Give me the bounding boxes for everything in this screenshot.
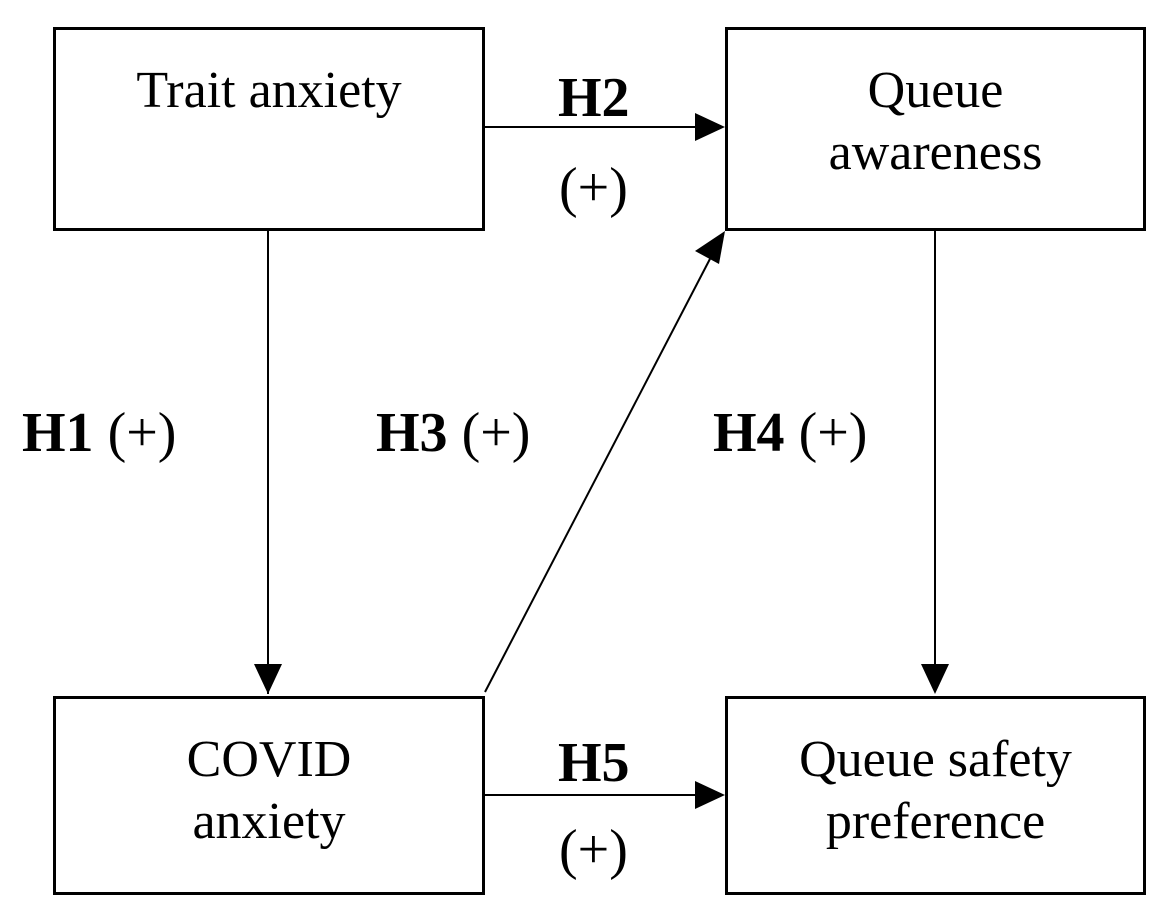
- hypothesis-h1-label: H1 (+): [22, 405, 176, 461]
- hypothesis-h3-sign: (+): [461, 402, 531, 464]
- hypothesis-h5-sign: (+): [559, 819, 628, 881]
- hypothesis-h4-name: H4: [713, 402, 785, 464]
- arrowhead-h5: [695, 781, 725, 809]
- arrowhead-h2: [695, 113, 725, 141]
- hypothesis-h5-name: H5: [558, 732, 630, 794]
- arrowhead-h4: [921, 664, 949, 694]
- hypothesis-h1-sign: (+): [107, 402, 177, 464]
- node-queue-safety-preference-line-1: Queue safety: [799, 731, 1072, 788]
- hypothesis-h4-sign: (+): [798, 402, 868, 464]
- arrowhead-h1: [254, 664, 282, 694]
- hypothesis-h4-label: H4 (+): [713, 405, 867, 461]
- node-queue-safety-preference: Queue safety preference: [725, 696, 1146, 895]
- node-trait-anxiety-line-1: Trait anxiety: [136, 62, 402, 119]
- node-queue-awareness-line-1: Queue: [867, 62, 1004, 119]
- node-covid-anxiety: COVID anxiety: [53, 696, 485, 895]
- node-queue-safety-preference-line-2: preference: [825, 793, 1046, 851]
- node-trait-anxiety: Trait anxiety: [53, 27, 485, 231]
- node-queue-awareness: Queue awareness: [725, 27, 1146, 231]
- hypothesis-h3-label: H3 (+): [376, 405, 530, 461]
- arrow-h3-covid-to-awareness: [484, 254, 713, 693]
- hypothesis-h1-name: H1: [22, 402, 94, 464]
- hypothesis-h2-name: H2: [558, 67, 630, 129]
- node-queue-awareness-line-2: awareness: [828, 124, 1043, 182]
- arrowhead-h3: [695, 231, 725, 264]
- node-covid-anxiety-line-2: anxiety: [192, 793, 346, 851]
- hypothesis-h2-sign: (+): [559, 157, 628, 219]
- node-covid-anxiety-line-1: COVID: [186, 731, 352, 788]
- hypothesis-h3-name: H3: [376, 402, 448, 464]
